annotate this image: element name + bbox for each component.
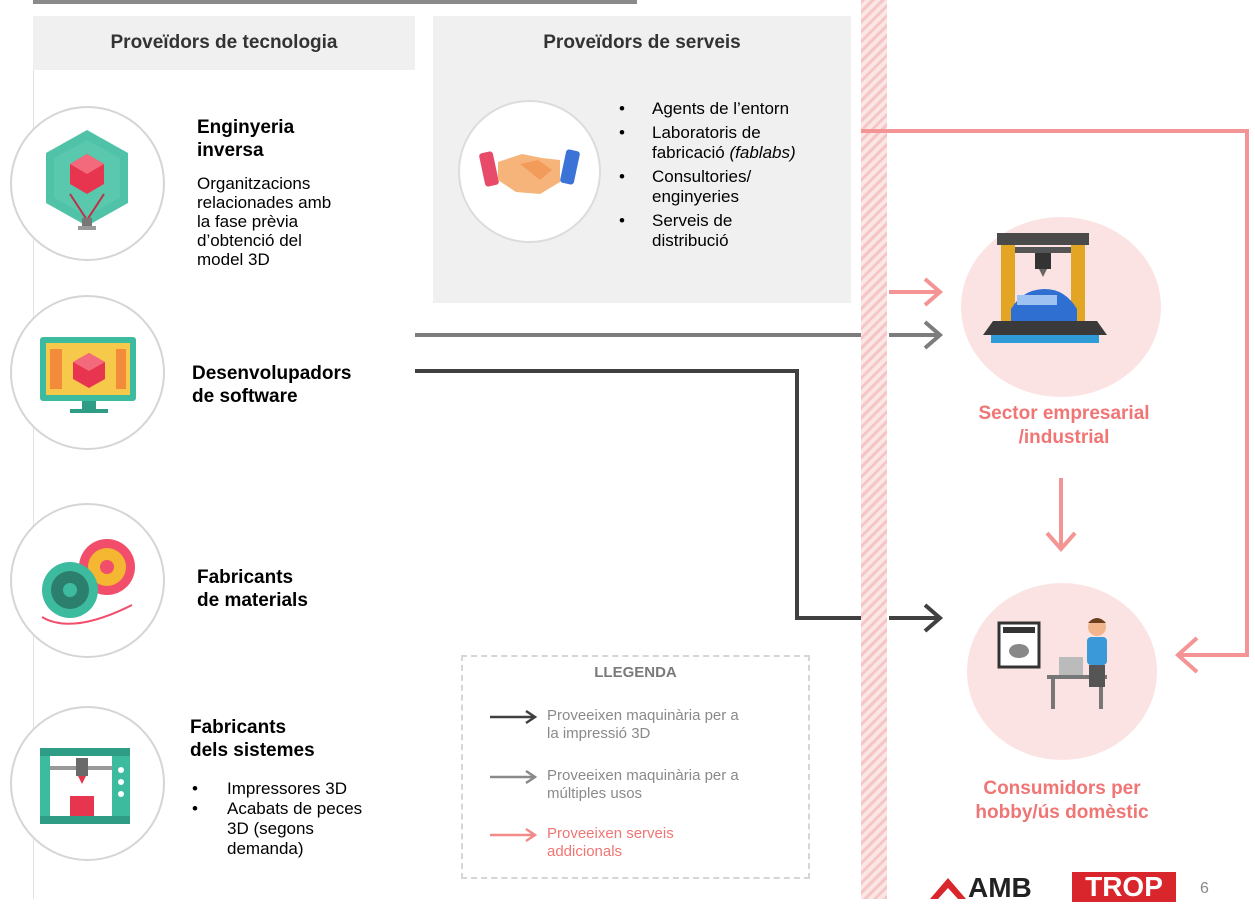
services-to-business-arrowhead <box>923 277 944 307</box>
legend-item-3d-printing: Proveeixen maquinària per a la impressió… <box>547 707 739 742</box>
tech-column-header: Proveïdors de tecnologia <box>33 16 415 70</box>
consumer-circle <box>967 583 1157 760</box>
amb-logo-mark <box>930 878 966 899</box>
handshake-icon <box>479 149 580 194</box>
filament-spools-icon <box>41 539 135 625</box>
software-developers-title: Desenvolupadors de software <box>192 363 352 407</box>
reverse-engineering-circle <box>10 106 165 261</box>
software-developers-circle <box>10 295 165 450</box>
service-item: • Agents de l’entorn <box>619 99 790 118</box>
3d-printer-icon <box>40 748 130 824</box>
service-item: • Laboratoris de fabricació (fablabs) <box>619 123 796 162</box>
services-bullets: • Agents de l’entorn • Laboratoris de fa… <box>619 99 844 251</box>
top-rule <box>33 0 637 4</box>
legend-item-additional-services: Proveeixen serveis addicionals <box>547 825 674 860</box>
trop-logo: TROP <box>1072 872 1176 902</box>
systems-manufacturers-title: Fabricants dels sistemes <box>190 717 315 761</box>
consumer-label: Consumidors per hobby/ús domèstic <box>975 778 1149 823</box>
gray-arrowhead <box>923 320 944 350</box>
monitor-icon <box>40 337 136 413</box>
hatched-divider <box>861 0 887 899</box>
services-to-consumer-arrowhead <box>1175 636 1199 674</box>
legend-arrow-gray <box>490 769 538 785</box>
materials-manufacturers-title: Fabricants de materials <box>197 567 308 611</box>
systems-manufacturers-circle <box>10 706 165 861</box>
business-to-consumer-arrowhead <box>1045 531 1077 553</box>
legend-title: LLEGENDA <box>594 664 677 681</box>
services-header: Proveïdors de serveis <box>433 16 851 70</box>
page-number: 6 <box>1200 880 1209 897</box>
service-item: • Serveis de distribució <box>619 211 733 250</box>
home-user-icon <box>997 618 1107 709</box>
reverse-engineering-title: Enginyeria inversa <box>197 117 295 161</box>
reverse-engineering-description: Organitzacions relacionades amb la fase … <box>197 174 332 269</box>
industrial-printer-icon <box>983 233 1107 343</box>
business-circle <box>961 217 1161 397</box>
legend-arrow-pink <box>490 827 538 843</box>
reverse-engineering-icon <box>46 130 128 230</box>
service-item: • Consultories/ enginyeries <box>619 167 752 206</box>
dark-line-left <box>415 369 861 620</box>
business-label: Sector empresarial /industrial <box>978 403 1150 448</box>
legend-box <box>461 655 810 879</box>
services-to-consumer-line <box>861 129 1249 657</box>
legend-item-multiple-uses: Proveeixen maquinària per a múltiples us… <box>547 767 739 802</box>
bullet-item: • Acabats de peces 3D (segons demanda) <box>192 799 363 858</box>
bullet-item: • Impressores 3D <box>192 779 347 798</box>
dark-arrowhead <box>923 603 944 633</box>
amb-logo-text: AMB <box>968 872 1032 903</box>
handshake-circle <box>458 100 601 243</box>
systems-manufacturers-bullets: • Impressores 3D • Acabats de peces 3D (… <box>192 779 407 859</box>
legend-arrow-dark <box>490 709 538 725</box>
materials-manufacturers-circle <box>10 503 165 658</box>
